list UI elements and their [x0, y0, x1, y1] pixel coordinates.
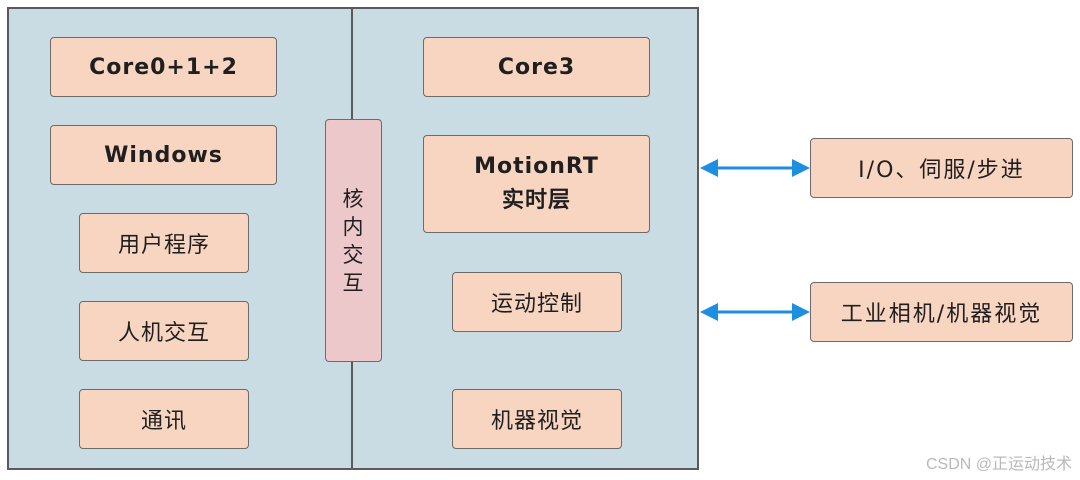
- user-program-label: 用户程序: [117, 233, 210, 258]
- inter-core-char: 核: [342, 186, 365, 211]
- inter-core-char: 内: [342, 214, 365, 239]
- communication-label: 通讯: [140, 409, 187, 434]
- industrial-camera-label: 工业相机/机器视觉: [840, 302, 1043, 327]
- motionrt-box: MotionRT 实时层: [423, 135, 650, 233]
- hmi-box: 人机交互: [79, 301, 249, 361]
- user-program-box: 用户程序: [79, 213, 249, 273]
- vision-double-arrow: [700, 303, 810, 321]
- csdn-watermark: CSDN @正运动技术: [925, 456, 1072, 473]
- motion-control-label: 运动控制: [490, 292, 583, 317]
- io-servo-box: I/O、伺服/步进: [810, 138, 1073, 198]
- windows-box: Windows: [50, 125, 277, 185]
- communication-box: 通讯: [79, 389, 249, 449]
- core3-box: Core3: [423, 37, 650, 97]
- windows-label: Windows: [104, 142, 223, 168]
- core012-label: Core0+1+2: [89, 54, 238, 80]
- industrial-camera-box: 工业相机/机器视觉: [810, 282, 1073, 342]
- machine-vision-box: 机器视觉: [452, 389, 622, 449]
- inter-core-box: 核 内 交 互: [325, 119, 382, 362]
- inter-core-char: 交: [342, 242, 365, 267]
- machine-vision-label: 机器视觉: [490, 409, 583, 434]
- motionrt-label: MotionRT: [474, 154, 599, 179]
- realtime-layer-label: 实时层: [501, 188, 571, 213]
- io-double-arrow: [700, 159, 810, 177]
- hmi-label: 人机交互: [117, 321, 210, 346]
- inter-core-char: 互: [342, 270, 365, 295]
- core3-label: Core3: [497, 54, 576, 80]
- core012-box: Core0+1+2: [50, 37, 277, 97]
- io-servo-label: I/O、伺服/步进: [858, 158, 1025, 183]
- motion-control-box: 运动控制: [452, 272, 622, 332]
